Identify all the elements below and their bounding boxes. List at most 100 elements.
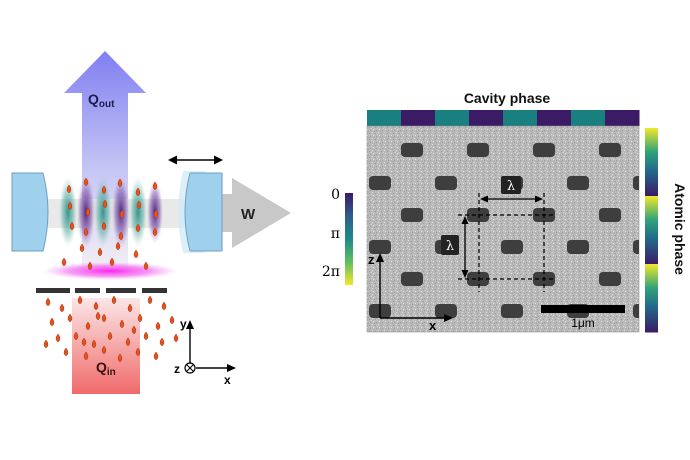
cavity-phase-segment	[537, 110, 572, 126]
atom	[63, 347, 69, 357]
atom	[85, 207, 91, 217]
lattice-hole	[633, 176, 639, 190]
lattice-hole	[369, 176, 391, 190]
lattice-hole	[501, 304, 523, 318]
atom	[117, 353, 123, 363]
atom	[102, 199, 108, 209]
scale-bar	[541, 305, 625, 313]
lattice-hole	[401, 272, 423, 286]
atom	[73, 331, 79, 341]
atom	[173, 333, 179, 343]
atom	[119, 209, 125, 219]
scale-bar-label: 1μm	[571, 316, 595, 330]
lattice-hole	[633, 304, 639, 318]
sem-axis-z-label: z	[368, 252, 375, 267]
atom-cloud	[43, 177, 179, 363]
colorbar-tick-0: 0	[331, 187, 340, 203]
atom	[155, 321, 161, 331]
lambda-h-badge	[501, 176, 521, 194]
atom	[115, 241, 121, 251]
atom	[153, 209, 159, 219]
cavity-phase-segment	[435, 110, 470, 126]
atom	[118, 231, 124, 241]
lattice-hole	[533, 143, 555, 157]
atom	[49, 317, 55, 327]
atom	[66, 184, 72, 194]
atom	[83, 351, 89, 361]
lattice-hole	[599, 143, 621, 157]
right-panel: Cavity phase λ	[322, 90, 688, 333]
lattice-hole	[369, 240, 391, 254]
lattice-hole	[467, 208, 489, 222]
atomic-phase-bar	[645, 128, 658, 333]
atom	[67, 201, 73, 211]
lambda-h-label: λ	[507, 179, 515, 194]
sem-axes: z x	[368, 252, 453, 333]
atom	[97, 247, 103, 257]
cavity-phase-segment	[605, 110, 640, 126]
cavity-phase-segment	[503, 110, 538, 126]
atom	[133, 249, 139, 259]
lattice-hole	[567, 240, 589, 254]
atom	[59, 303, 65, 313]
lattice-hole	[435, 304, 457, 318]
atom	[135, 187, 141, 197]
atom	[135, 347, 141, 357]
lattice-hole	[401, 208, 423, 222]
left-axis-y-label: y	[180, 317, 187, 331]
pump-sheet	[42, 262, 178, 280]
left-schematic: Qout Qin W y z x	[11, 51, 291, 394]
cavity-phase-segment	[571, 110, 606, 126]
atom	[81, 337, 87, 347]
work-arrow	[208, 178, 291, 248]
atom	[119, 319, 125, 329]
lattice-hole	[501, 240, 523, 254]
lattice-hole	[401, 143, 423, 157]
cavity-phase-title: Cavity phase	[464, 90, 551, 106]
atom	[45, 297, 51, 307]
lambda-v-badge	[441, 235, 459, 255]
cavity-phase-bar	[367, 110, 640, 126]
atom	[161, 301, 167, 311]
left-mirror	[11, 172, 49, 252]
atom	[147, 295, 153, 305]
atom	[69, 221, 75, 231]
left-axes: y z x	[174, 317, 236, 387]
phase-colorbar: 0 π 2π	[322, 187, 353, 285]
cavity-phase-segment	[469, 110, 504, 126]
atom	[95, 311, 101, 321]
atom	[43, 339, 49, 349]
otimes-icon	[184, 362, 196, 374]
lattice-hole	[467, 143, 489, 157]
atom	[61, 257, 67, 267]
atomic-phase-segment	[645, 128, 658, 197]
atom	[169, 315, 175, 325]
atom	[153, 351, 159, 361]
atom	[107, 331, 113, 341]
atom	[101, 185, 107, 195]
left-axis-z-label: z	[174, 362, 180, 376]
atom	[159, 337, 165, 347]
work-label: W	[241, 206, 256, 223]
lattice-guides	[458, 193, 556, 292]
cavity-phase-segment	[367, 110, 402, 126]
atom	[83, 177, 89, 187]
atom	[152, 181, 158, 191]
atom	[127, 303, 133, 313]
lattice-hole	[435, 176, 457, 190]
atom	[67, 313, 73, 323]
atom	[109, 257, 115, 267]
cavity-phase-segment	[401, 110, 436, 126]
atom	[101, 345, 107, 355]
aperture-slits	[36, 288, 167, 293]
atom	[135, 223, 141, 233]
atomic-phase-segment	[645, 264, 658, 333]
atom	[93, 301, 99, 311]
colorbar-tick-pi: π	[331, 226, 340, 242]
left-axis-x-label: x	[224, 373, 231, 387]
sem-image: λ λ z x 1μm	[366, 125, 640, 333]
input-beam-column	[72, 298, 140, 394]
atomic-phase-segment	[645, 196, 658, 265]
lattice-hole	[599, 272, 621, 286]
